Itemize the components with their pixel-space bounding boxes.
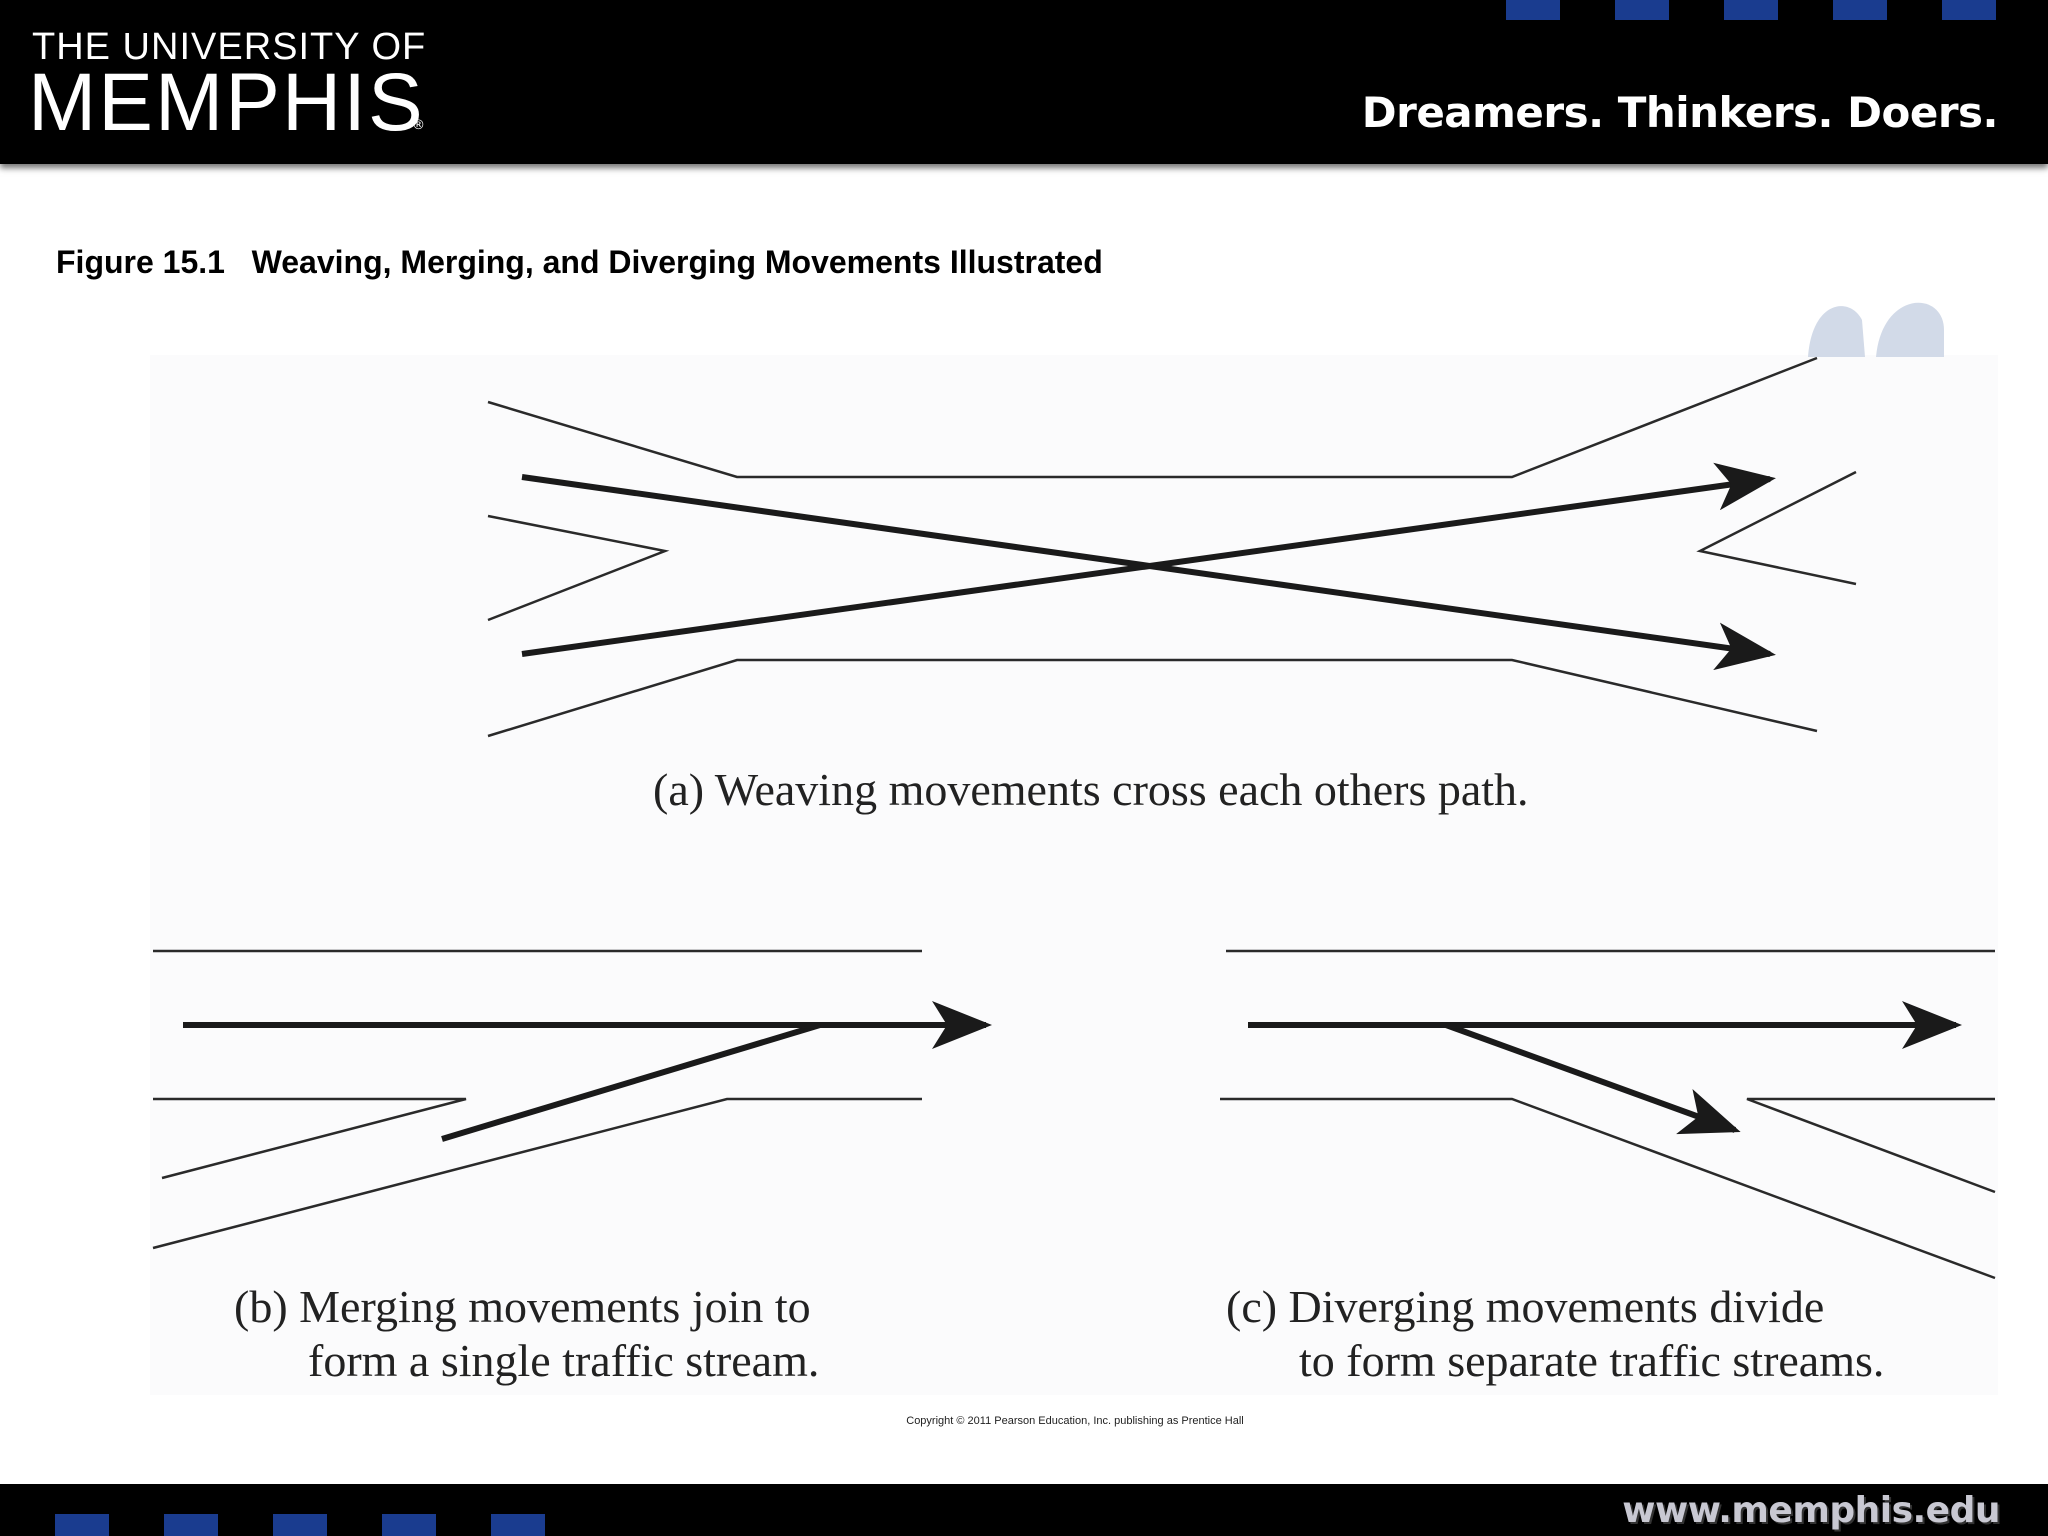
caption-c-line1: (c) Diverging movements divide — [1226, 1281, 1825, 1332]
footer-decor-square — [164, 1514, 218, 1536]
caption-c-line2: to form separate traffic streams. — [1299, 1335, 1885, 1386]
header-decor-square — [1833, 0, 1887, 20]
footer-decor-square — [491, 1514, 545, 1536]
website-link[interactable]: www.memphis.edu — [1622, 1490, 2000, 1531]
header-decor-square — [1615, 0, 1669, 20]
caption-b-line1: (b) Merging movements join to — [234, 1281, 811, 1332]
header-decor-square — [1724, 0, 1778, 20]
exit-ramp-gore — [1696, 470, 1857, 586]
faint-decor-shape — [1808, 306, 1865, 357]
panel-c-diverging — [1220, 949, 1996, 1280]
header-bar — [0, 0, 2048, 164]
road-edge — [487, 658, 1818, 738]
university-logo-line1: THE UNIVERSITY OF — [32, 26, 427, 68]
road-edge — [1220, 1097, 1996, 1280]
footer-bar — [0, 1484, 2048, 1536]
caption-b-line2: form a single traffic stream. — [308, 1335, 820, 1386]
diverging-path-arrow — [1444, 1022, 1741, 1135]
footer-decor-square — [273, 1514, 327, 1536]
panel-a-weaving — [487, 356, 1857, 738]
header-decor-square — [1506, 0, 1560, 20]
road-edge — [153, 1097, 467, 1180]
faint-decor-shape — [1876, 302, 1944, 357]
caption-a: (a) Weaving movements cross each others … — [653, 764, 1529, 815]
header-tagline: Dreamers. Thinkers. Doers. — [1361, 88, 1999, 137]
footer-decor-square — [382, 1514, 436, 1536]
figure-panel — [150, 355, 1998, 1395]
copyright-notice: Copyright © 2011 Pearson Education, Inc.… — [906, 1415, 1244, 1427]
figure-title: Figure 15.1 Weaving, Merging, and Diverg… — [56, 244, 1103, 280]
university-logo-wordmark: MEMPHIS — [28, 57, 425, 148]
panel-b-merging — [152, 949, 992, 1250]
weaving-path-arrow — [521, 462, 1776, 657]
road-edge — [1746, 1097, 1996, 1194]
road-edge — [152, 1097, 922, 1250]
merging-path — [441, 1022, 821, 1142]
footer-decor-square — [55, 1514, 109, 1536]
road-edge — [487, 356, 1818, 479]
registered-mark: ® — [412, 118, 425, 133]
entry-ramp-gore — [487, 514, 670, 622]
header-decor-square — [1942, 0, 1996, 20]
